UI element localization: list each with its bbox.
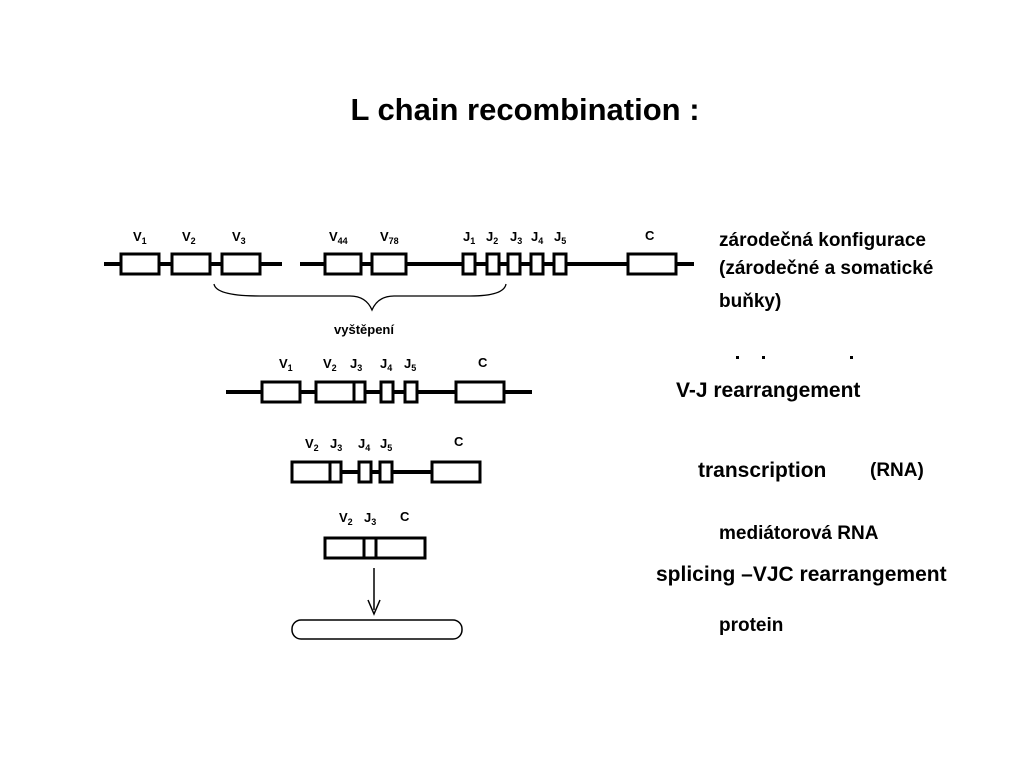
v2-segment: [170, 252, 212, 276]
j4-segment: [529, 252, 545, 276]
segment-label: V2: [305, 436, 319, 453]
segment-label: V2: [323, 356, 337, 373]
segment-label: C: [478, 355, 488, 370]
segment-label: J1: [463, 229, 475, 246]
j5-segment: [552, 252, 568, 276]
segment-label: V1: [133, 229, 147, 246]
j3-segment: [506, 252, 522, 276]
v2-segment: [314, 380, 356, 404]
v44-segment: [323, 252, 363, 276]
j1-segment: [461, 252, 477, 276]
segment-label: J5: [554, 229, 566, 246]
v78-segment: [370, 252, 408, 276]
segment-label: J4: [380, 356, 392, 373]
segment-label: J3: [350, 356, 362, 373]
segment-label: V2: [182, 229, 196, 246]
segment-label: V44: [329, 229, 348, 246]
v2-segment: [290, 460, 332, 484]
segment-label: C: [454, 434, 464, 449]
transcription-label: transcription: [698, 459, 826, 482]
slide-title: L chain recombination :: [350, 92, 700, 127]
overwritten-text-residue: [736, 356, 853, 359]
mrna-row: V2 J3 C: [323, 509, 427, 560]
segment-label: J2: [486, 229, 498, 246]
excision-brace: [213, 283, 507, 312]
vj-rearrangement-label: V-J rearrangement: [676, 379, 860, 402]
segment-label: J4: [531, 229, 543, 246]
segment-label: J3: [364, 510, 376, 527]
segment-label: V2: [339, 510, 353, 527]
rna-label: (RNA): [870, 460, 924, 481]
excision-label: vyštěpení: [334, 322, 394, 337]
segment-label: V1: [279, 356, 293, 373]
segment-label: V78: [380, 229, 399, 246]
segment-label: J3: [510, 229, 522, 246]
segment-label: C: [400, 509, 410, 524]
transcript-row: V2 J3 J4 J5 C: [290, 434, 482, 484]
segment-label: J5: [380, 436, 392, 453]
segment-label: C: [645, 228, 655, 243]
c-segment: [430, 460, 482, 484]
c-segment: [454, 380, 506, 404]
segment-label: J4: [358, 436, 370, 453]
j3-segment: [328, 460, 343, 484]
v1-segment: [260, 380, 302, 404]
j2-segment: [485, 252, 501, 276]
j4-segment: [379, 380, 395, 404]
segment-label: J5: [404, 356, 416, 373]
protein-shape: [291, 619, 463, 640]
j4-segment: [357, 460, 373, 484]
v1-segment: [119, 252, 161, 276]
splicing-label: splicing –VJC rearrangement: [656, 563, 947, 586]
germline-label-line2: (zárodečné a somatické: [719, 258, 933, 279]
germline-label-line3: buňky): [719, 291, 781, 312]
segment-label: J3: [330, 436, 342, 453]
j5-segment: [378, 460, 394, 484]
germline-label-line1: zárodečná konfigurace: [719, 230, 926, 251]
rearranged-row: V1 V2 J3 J4 J5 C: [226, 355, 532, 404]
segment-label: V3: [232, 229, 246, 246]
c-segment: [626, 252, 678, 276]
arrow-head-icon: [367, 599, 381, 616]
j3-segment: [352, 380, 367, 404]
protein-label: protein: [719, 615, 783, 636]
germline-row: V1 V2 V3 V44 V78 J1 J2 J3 J4 J5 C: [104, 228, 694, 276]
v3-segment: [220, 252, 262, 276]
j5-segment: [403, 380, 419, 404]
mrna-label: mediátorová RNA: [719, 523, 879, 544]
